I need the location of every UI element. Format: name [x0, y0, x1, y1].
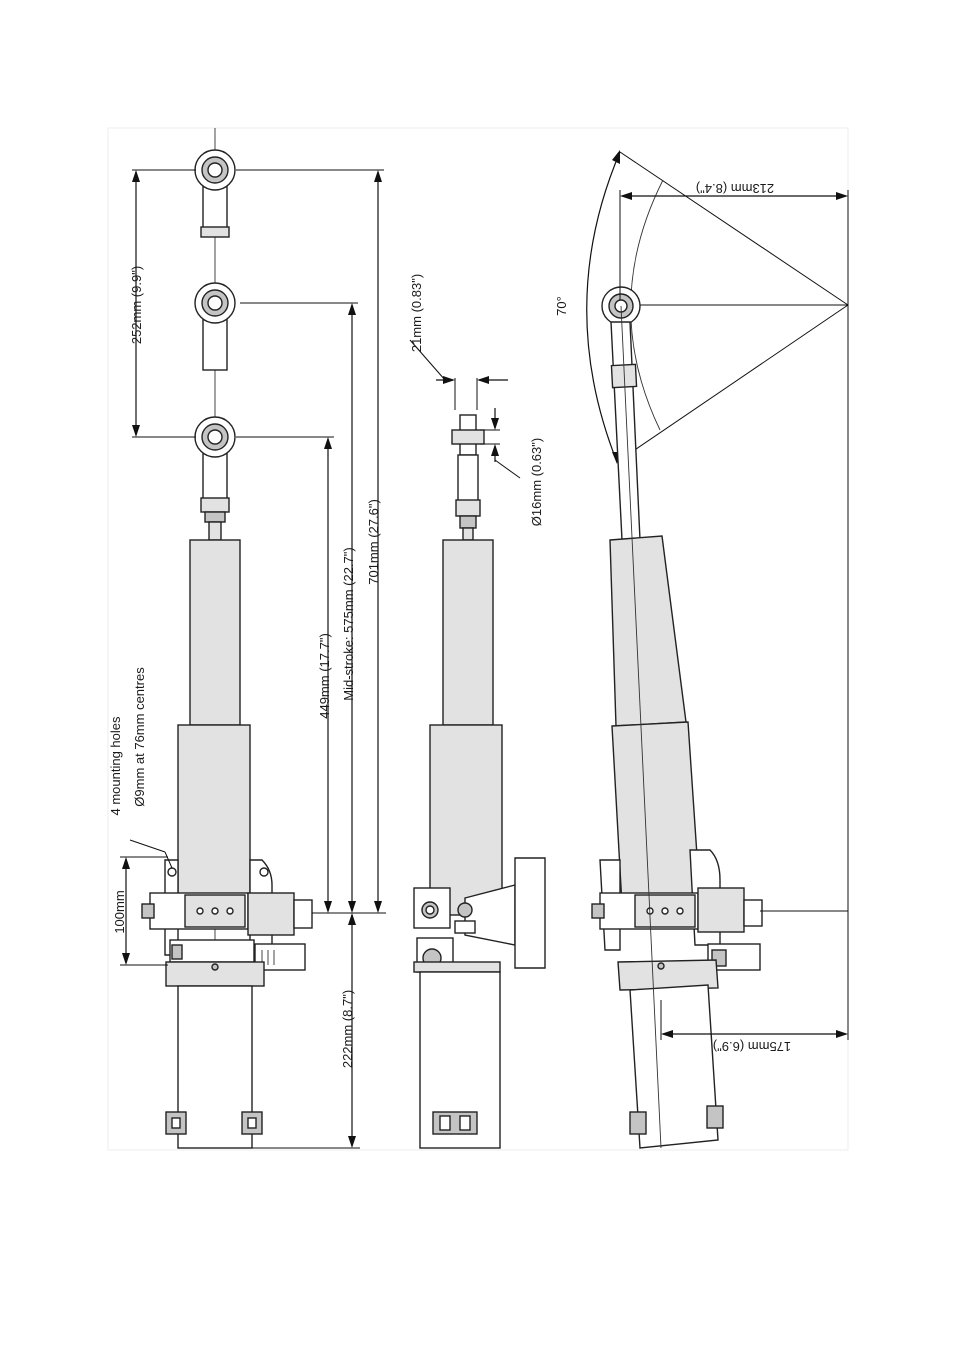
label-222mm: 222mm (8.7")	[340, 990, 355, 1068]
label-213mm: 213mm (8.4")	[696, 181, 774, 196]
label-mounting-holes: 4 mounting holes	[108, 716, 123, 816]
outer-tube	[177, 724, 251, 896]
label-701mm: 701mm (27.6")	[366, 499, 381, 585]
label-449mm: 449mm (17.7")	[317, 633, 332, 719]
label-16mm: Ø16mm (0.63")	[529, 438, 544, 526]
tilted-view	[586, 150, 849, 1149]
label-mid-stroke-575mm: Mid-stroke: 575mm (22.7")	[341, 547, 356, 700]
tilted-view-dimensions	[619, 190, 849, 1040]
rod-end-retracted	[194, 149, 236, 238]
rod-end-mid	[194, 282, 236, 371]
label-252mm: 252mm (9.9")	[129, 266, 144, 344]
side-view	[413, 414, 546, 1149]
front-view	[141, 128, 313, 1149]
tilted-outer-tube	[611, 721, 701, 906]
angle-arc	[586, 151, 621, 463]
motor-housing	[247, 892, 295, 936]
label-21mm: 21mm (0.83")	[409, 274, 424, 352]
label-mounting-hole-spec: Ø9mm at 76mm centres	[132, 667, 147, 807]
side-view-dimensions	[409, 339, 521, 479]
tilted-inner-tube	[609, 535, 687, 727]
label-70-degrees: 70°	[554, 296, 569, 316]
label-175mm: 175mm (6.9")	[713, 1039, 791, 1054]
front-view-dimensions	[120, 169, 386, 1149]
lower-body	[177, 985, 253, 1149]
rod-end-extended	[194, 416, 236, 541]
inner-tube	[189, 539, 241, 726]
tilted-lower-body	[629, 984, 719, 1149]
label-100mm: 100mm	[112, 890, 127, 933]
